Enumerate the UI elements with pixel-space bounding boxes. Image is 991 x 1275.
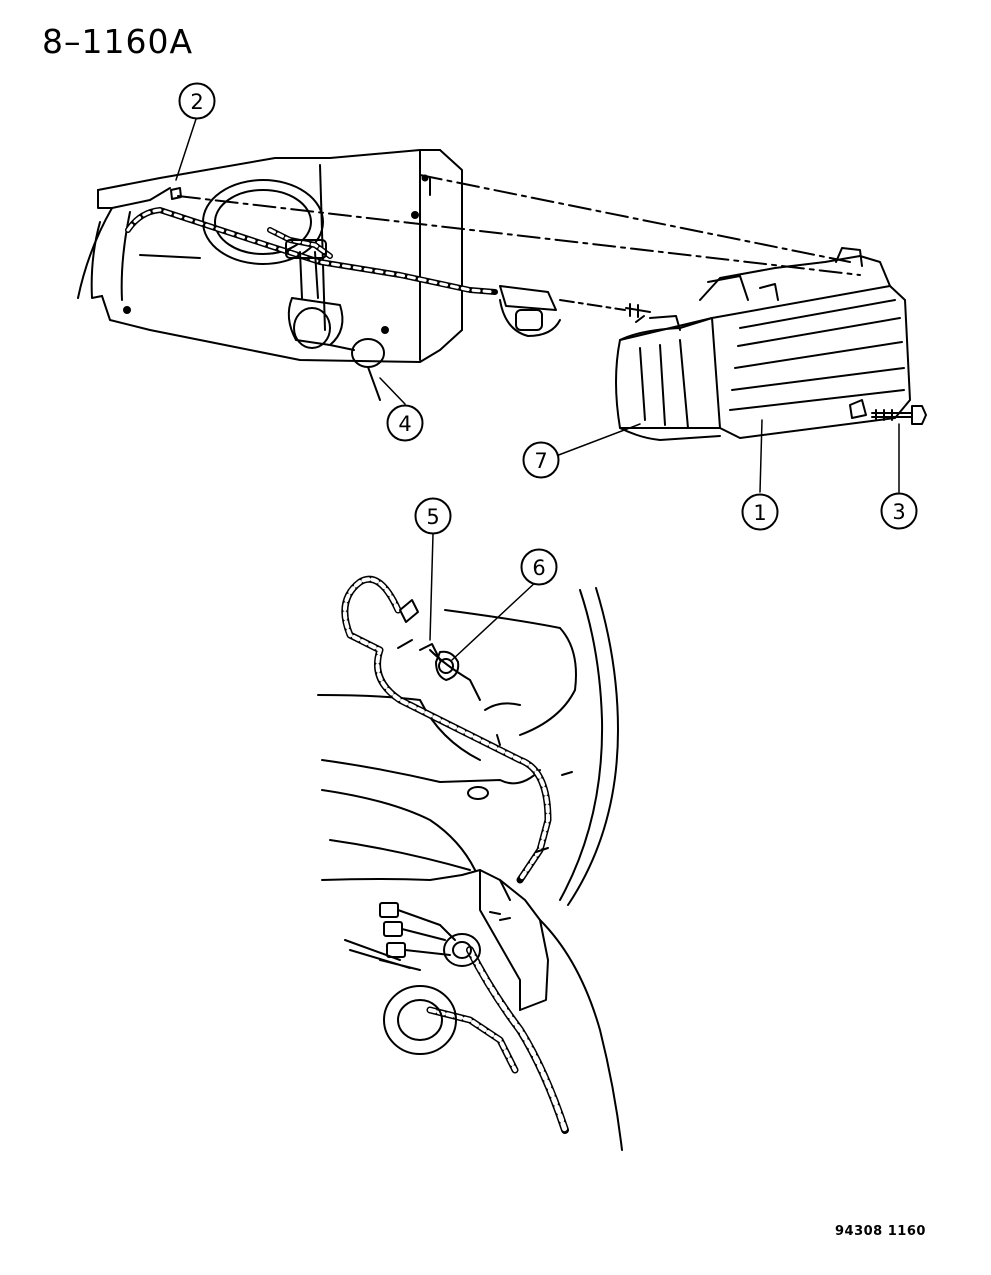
alignment-dashed-lines (177, 174, 861, 311)
diagram-title: 8–1160A (42, 22, 194, 61)
mounting-screw (871, 405, 927, 425)
lower-harness (341, 575, 573, 1134)
callout-3: 3 (880, 492, 918, 530)
fender-body (317, 587, 623, 1151)
headlamp-bulb (287, 297, 385, 401)
grommets-connectors (344, 643, 481, 1055)
headlamp-assembly (615, 247, 911, 441)
callout-7: 7 (522, 441, 560, 479)
svg-text:1: 1 (753, 501, 766, 525)
svg-text:5: 5 (426, 505, 439, 529)
svg-text:4: 4 (398, 412, 411, 436)
callout-4: 4 (386, 404, 424, 442)
callout-5: 5 (414, 497, 452, 535)
radiator-support-panel (77, 149, 463, 363)
callout-6: 6 (520, 548, 558, 586)
adjuster-screw (170, 187, 651, 318)
callout-1: 1 (741, 493, 779, 531)
drawing-number: 94308 1160 (835, 1224, 926, 1239)
svg-text:3: 3 (892, 500, 905, 524)
svg-text:7: 7 (534, 449, 547, 473)
svg-text:2: 2 (190, 90, 203, 114)
leader-lines (175, 118, 900, 661)
callout-2: 2 (178, 82, 216, 120)
svg-text:6: 6 (532, 556, 545, 580)
upper-harness (125, 207, 561, 337)
